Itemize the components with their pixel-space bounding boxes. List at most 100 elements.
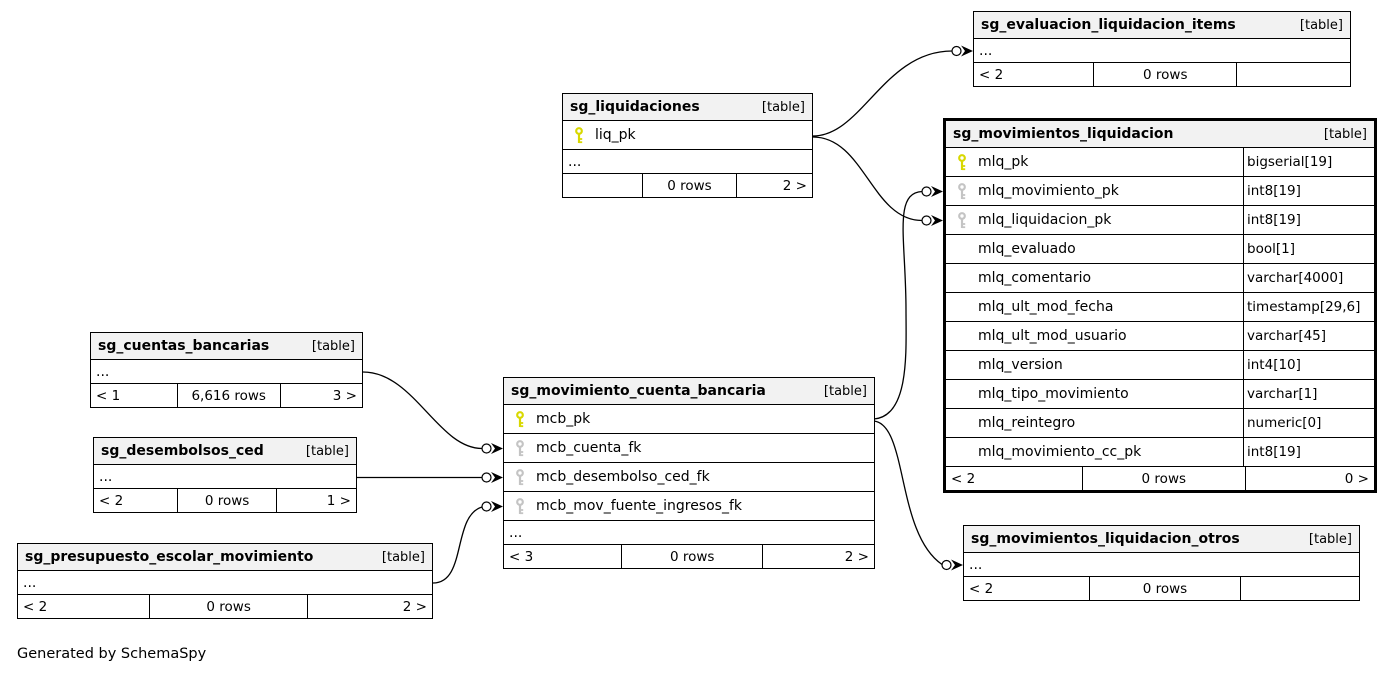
column-row: mlq_evaluado bool[1] bbox=[946, 235, 1374, 264]
table-tag: [table] bbox=[1299, 17, 1343, 33]
table-node-sg_cuentas_bancarias[interactable]: sg_cuentas_bancarias [table] ... < 1 6,6… bbox=[90, 332, 363, 408]
column-type: bigserial[19] bbox=[1243, 148, 1374, 176]
parents-count: < 2 bbox=[974, 63, 1095, 86]
table-header: sg_liquidaciones [table] bbox=[563, 94, 812, 121]
edge-movimiento-cb-to-liquidacion-otros bbox=[873, 420, 943, 566]
column-name: mlq_pk bbox=[978, 154, 1029, 170]
table-tag: [table] bbox=[1323, 126, 1367, 142]
hidden-columns-row: ... bbox=[563, 150, 812, 174]
edge-endpoint-circle bbox=[481, 472, 492, 483]
children-count bbox=[1237, 63, 1350, 86]
column-name: mlq_comentario bbox=[978, 270, 1092, 286]
table-header: sg_movimiento_cuenta_bancaria [table] bbox=[504, 378, 874, 405]
table-footer: < 2 0 rows bbox=[974, 63, 1350, 86]
table-tag: [table] bbox=[381, 549, 425, 565]
parents-count: < 2 bbox=[964, 577, 1091, 600]
table-header: sg_movimientos_liquidacion_otros [table] bbox=[964, 526, 1359, 553]
edge-endpoint-circle bbox=[951, 45, 962, 57]
edge-arrowhead bbox=[491, 472, 503, 483]
table-footer: < 2 0 rows 0 > bbox=[946, 467, 1374, 490]
column-type: int8[19] bbox=[1243, 206, 1374, 234]
foreign-key-icon bbox=[504, 439, 536, 457]
table-tag: [table] bbox=[823, 383, 867, 399]
parents-count: < 3 bbox=[504, 545, 623, 568]
column-row: mlq_movimiento_pk int8[19] bbox=[946, 177, 1374, 206]
column-name: mcb_mov_fuente_ingresos_fk bbox=[536, 498, 743, 514]
parents-count bbox=[563, 174, 643, 197]
edge-endpoint-circle bbox=[921, 186, 932, 197]
column-type: timestamp[29,6] bbox=[1243, 293, 1374, 321]
foreign-key-icon bbox=[946, 211, 978, 229]
parents-count: < 2 bbox=[94, 489, 178, 512]
table-node-sg_liquidaciones[interactable]: sg_liquidaciones [table] liq_pk ... 0 ro… bbox=[562, 93, 813, 198]
edge-endpoint-circle bbox=[481, 443, 492, 454]
table-tag: [table] bbox=[761, 99, 805, 115]
table-node-sg_evaluacion_liquidacion_items[interactable]: sg_evaluacion_liquidacion_items [table] … bbox=[973, 11, 1351, 87]
children-count bbox=[1241, 577, 1360, 600]
row-count: 6,616 rows bbox=[178, 384, 281, 407]
primary-key-icon bbox=[563, 126, 595, 144]
table-header: sg_evaluacion_liquidacion_items [table] bbox=[974, 12, 1350, 39]
hidden-columns-row: ... bbox=[91, 360, 362, 384]
foreign-key-icon bbox=[946, 182, 978, 200]
column-row: mcb_mov_fuente_ingresos_fk bbox=[504, 492, 874, 521]
table-name: sg_movimiento_cuenta_bancaria bbox=[511, 383, 766, 399]
column-row: mcb_desembolso_ced_fk bbox=[504, 463, 874, 492]
edge-cuentas-bancarias-to-movimiento-cb bbox=[362, 371, 483, 450]
column-name: mlq_evaluado bbox=[978, 241, 1076, 257]
column-row: mcb_cuenta_fk bbox=[504, 434, 874, 463]
table-name: sg_cuentas_bancarias bbox=[98, 338, 270, 354]
table-name: sg_movimientos_liquidacion bbox=[953, 126, 1174, 142]
table-node-sg_presupuesto_escolar_movimiento[interactable]: sg_presupuesto_escolar_movimiento [table… bbox=[17, 543, 433, 619]
column-row: mlq_ult_mod_fecha timestamp[29,6] bbox=[946, 293, 1374, 322]
children-count: 1 > bbox=[326, 492, 351, 509]
column-name: mlq_movimiento_pk bbox=[978, 183, 1119, 199]
table-footer: < 2 0 rows 2 > bbox=[18, 595, 432, 618]
parents-count: < 1 bbox=[91, 384, 178, 407]
table-tag: [table] bbox=[305, 443, 349, 459]
table-node-sg_movimiento_cuenta_bancaria[interactable]: sg_movimiento_cuenta_bancaria [table] mc… bbox=[503, 377, 875, 569]
edge-endpoint-circle bbox=[941, 559, 952, 571]
edge-arrowhead bbox=[961, 45, 973, 57]
table-name: sg_presupuesto_escolar_movimiento bbox=[25, 549, 314, 565]
primary-key-icon bbox=[504, 410, 536, 428]
column-row: mcb_pk bbox=[504, 405, 874, 434]
table-header: sg_presupuesto_escolar_movimiento [table… bbox=[18, 544, 432, 571]
foreign-key-icon bbox=[504, 468, 536, 486]
children-count: 3 > bbox=[332, 387, 357, 404]
table-node-sg_desembolsos_ced[interactable]: sg_desembolsos_ced [table] ... < 2 0 row… bbox=[93, 437, 357, 513]
column-type: numeric[0] bbox=[1243, 409, 1374, 437]
column-name: mlq_version bbox=[978, 357, 1063, 373]
edge-presupuesto-to-movimiento-cb bbox=[432, 506, 483, 584]
edge-liquidaciones-to-movimientos-liquidacion bbox=[812, 136, 923, 222]
table-tag: [table] bbox=[311, 338, 355, 354]
table-footer: 0 rows 2 > bbox=[563, 174, 812, 197]
column-name: mcb_cuenta_fk bbox=[536, 440, 642, 456]
edge-endpoint-circle bbox=[481, 501, 492, 512]
column-type: varchar[4000] bbox=[1243, 264, 1374, 292]
column-row: mlq_comentario varchar[4000] bbox=[946, 264, 1374, 293]
column-type: bool[1] bbox=[1243, 235, 1374, 263]
hidden-columns-row: ... bbox=[504, 521, 874, 545]
table-node-sg_movimientos_liquidacion_otros[interactable]: sg_movimientos_liquidacion_otros [table]… bbox=[963, 525, 1360, 601]
table-name: sg_movimientos_liquidacion_otros bbox=[971, 531, 1240, 547]
row-count: 0 rows bbox=[178, 489, 278, 512]
table-node-sg_movimientos_liquidacion[interactable]: sg_movimientos_liquidacion [table] mlq_p… bbox=[943, 118, 1377, 493]
children-count: 0 > bbox=[1344, 470, 1369, 487]
column-row: mlq_pk bigserial[19] bbox=[946, 148, 1374, 177]
edge-arrowhead bbox=[931, 215, 943, 226]
column-name: mlq_ult_mod_usuario bbox=[978, 328, 1127, 344]
row-count: 0 rows bbox=[1083, 467, 1246, 490]
edge-arrowhead bbox=[491, 501, 503, 512]
column-type: int8[19] bbox=[1243, 177, 1374, 205]
table-footer: < 3 0 rows 2 > bbox=[504, 545, 874, 568]
table-tag: [table] bbox=[1308, 531, 1352, 547]
column-row: mlq_version int4[10] bbox=[946, 351, 1374, 380]
table-name: sg_liquidaciones bbox=[570, 99, 700, 115]
edge-arrowhead bbox=[491, 443, 503, 454]
column-row: mlq_ult_mod_usuario varchar[45] bbox=[946, 322, 1374, 351]
column-row: liq_pk bbox=[563, 121, 812, 150]
column-type: varchar[45] bbox=[1243, 322, 1374, 350]
column-row: mlq_movimiento_cc_pk int8[19] bbox=[946, 438, 1374, 467]
table-name: sg_evaluacion_liquidacion_items bbox=[981, 17, 1236, 33]
